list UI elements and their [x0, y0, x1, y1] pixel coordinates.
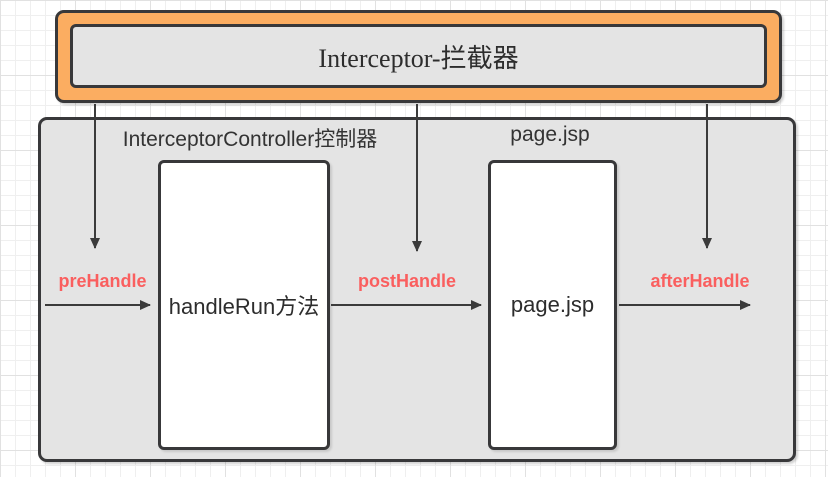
interceptor-banner: Interceptor-拦截器 — [55, 10, 782, 103]
node-page-jsp-text: page.jsp — [510, 292, 595, 317]
banner-title: Interceptor-拦截器 — [318, 43, 519, 73]
node-handlerun-text: handleRun方法 — [168, 294, 320, 319]
interceptor-banner-title-box: Interceptor-拦截器 — [70, 24, 767, 88]
node-page-jsp: page.jsp — [488, 160, 617, 450]
edge-label-posthandle: postHandle — [357, 271, 456, 291]
controller-label: InterceptorController控制器 — [122, 128, 378, 151]
page-jsp-label: page.jsp — [510, 123, 590, 146]
node-handlerun: handleRun方法 — [158, 160, 330, 450]
edge-label-prehandle: preHandle — [58, 271, 147, 291]
edge-label-afterhandle: afterHandle — [650, 271, 750, 291]
